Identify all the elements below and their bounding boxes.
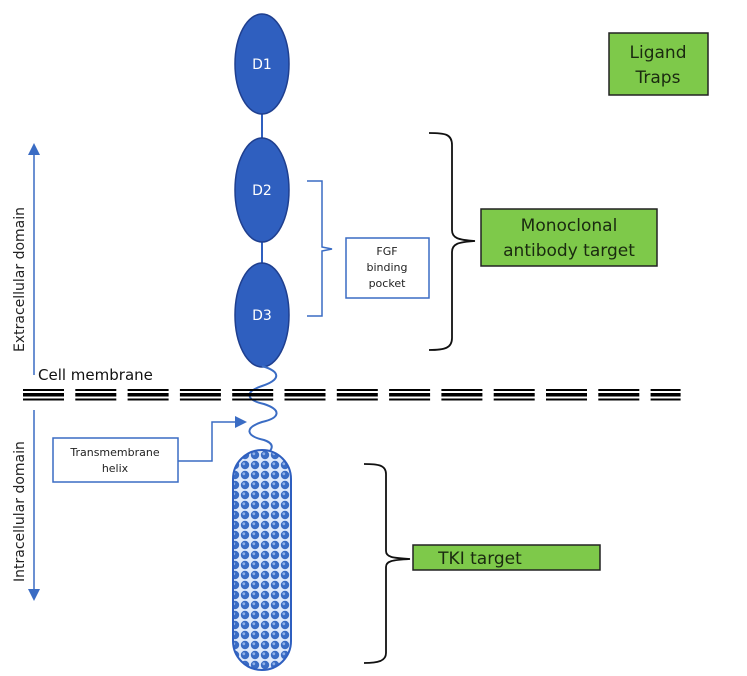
membrane-stripe bbox=[650, 389, 681, 391]
domain-d2-label: D2 bbox=[252, 183, 272, 199]
membrane-stripe bbox=[127, 398, 169, 401]
ligand-traps-line2: Traps bbox=[635, 68, 681, 88]
membrane-stripe bbox=[127, 389, 169, 391]
membrane-dash bbox=[75, 389, 117, 401]
membrane-dash bbox=[336, 389, 378, 401]
membrane-stripe bbox=[336, 393, 378, 397]
membrane-dash bbox=[389, 389, 431, 401]
membrane-stripe bbox=[441, 389, 483, 391]
membrane-stripe bbox=[493, 398, 535, 401]
membrane-stripe bbox=[441, 393, 483, 397]
membrane-dash bbox=[546, 389, 587, 401]
membrane-stripe bbox=[127, 393, 169, 397]
membrane-stripe bbox=[650, 393, 681, 397]
mab-label-line2: antibody target bbox=[503, 241, 635, 261]
membrane-dash bbox=[23, 389, 64, 401]
membrane-stripe bbox=[75, 393, 117, 397]
membrane-dash bbox=[441, 389, 483, 401]
membrane-stripe bbox=[493, 393, 535, 397]
kinase-domain bbox=[232, 449, 292, 671]
fgf-binding-pocket-box bbox=[345, 237, 430, 299]
membrane-stripe bbox=[23, 389, 64, 391]
tki-bracket bbox=[363, 463, 411, 664]
membrane-dash bbox=[232, 389, 274, 401]
membrane-stripe bbox=[598, 393, 640, 397]
membrane-stripe bbox=[179, 398, 221, 401]
membrane-stripe bbox=[232, 389, 274, 391]
membrane-dash bbox=[284, 389, 326, 401]
membrane-dash bbox=[179, 389, 221, 401]
extracellular-domain-label: Extracellular domain bbox=[12, 207, 28, 352]
membrane-dash bbox=[127, 389, 169, 401]
membrane-stripe bbox=[284, 393, 326, 397]
transmembrane-label-line1: Transmembrane bbox=[69, 446, 159, 459]
membrane-stripe bbox=[23, 393, 64, 397]
membrane-stripe bbox=[546, 393, 587, 397]
membrane-stripe bbox=[650, 398, 681, 401]
transmembrane-helix-squiggle bbox=[248, 365, 278, 456]
domain-d2 bbox=[234, 137, 290, 243]
mab-bracket bbox=[428, 132, 476, 351]
membrane-stripe bbox=[336, 389, 378, 391]
membrane-stripe bbox=[23, 398, 64, 401]
membrane-stripe bbox=[493, 389, 535, 391]
cell-membrane-label: Cell membrane bbox=[38, 366, 153, 384]
ligand-traps-line1: Ligand bbox=[630, 43, 687, 63]
membrane-stripe bbox=[598, 398, 640, 401]
membrane-stripe bbox=[336, 398, 378, 401]
membrane-stripe bbox=[546, 389, 587, 391]
membrane-dash bbox=[650, 389, 681, 401]
cell-membrane bbox=[23, 389, 681, 401]
domain-d1 bbox=[234, 13, 290, 115]
fgf-label-line2: binding bbox=[366, 261, 407, 274]
transmembrane-helix-box bbox=[52, 437, 179, 483]
membrane-stripe bbox=[598, 389, 640, 391]
domain-d1-label: D1 bbox=[252, 57, 272, 73]
membrane-stripe bbox=[441, 398, 483, 401]
transmembrane-pointer-arrow bbox=[178, 416, 247, 462]
membrane-stripe bbox=[75, 389, 117, 391]
membrane-stripe bbox=[179, 393, 221, 397]
domain-d3-label: D3 bbox=[252, 308, 272, 324]
membrane-stripe bbox=[389, 389, 431, 391]
membrane-dash bbox=[598, 389, 640, 401]
fgf-label-line1: FGF bbox=[376, 245, 397, 258]
transmembrane-label-line2: helix bbox=[102, 462, 129, 475]
tki-target-box bbox=[412, 544, 601, 571]
membrane-stripe bbox=[546, 398, 587, 401]
tki-target-label: TKI target bbox=[437, 549, 522, 569]
mab-target-box bbox=[480, 208, 658, 267]
membrane-stripe bbox=[75, 398, 117, 401]
fgf-label-line3: pocket bbox=[369, 277, 407, 290]
mab-label-line1: Monoclonal bbox=[521, 216, 618, 236]
membrane-stripe bbox=[284, 398, 326, 401]
membrane-stripe bbox=[232, 393, 274, 397]
intracellular-domain-label: Intracellular domain bbox=[12, 441, 28, 582]
membrane-dash bbox=[493, 389, 535, 401]
membrane-stripe bbox=[389, 398, 431, 401]
membrane-stripe bbox=[389, 393, 431, 397]
membrane-stripe bbox=[179, 389, 221, 391]
ligand-traps-box bbox=[608, 32, 709, 96]
fgf-pocket-bracket bbox=[307, 180, 333, 317]
membrane-stripe bbox=[232, 398, 274, 401]
membrane-stripe bbox=[284, 389, 326, 391]
